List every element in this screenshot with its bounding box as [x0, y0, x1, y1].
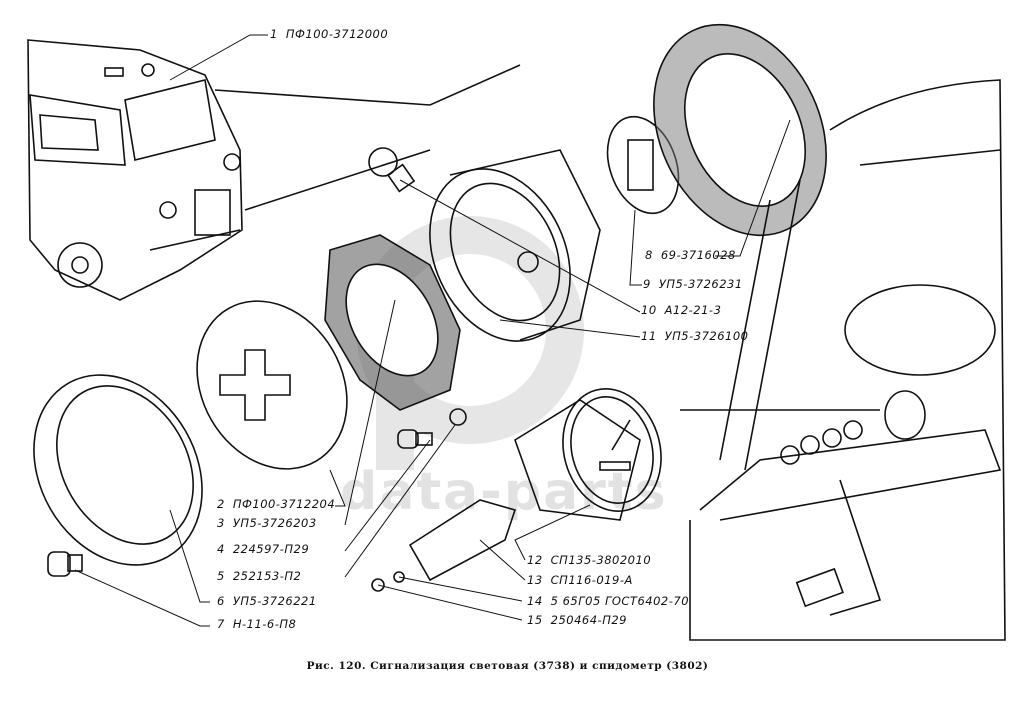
callout-6: 6 УП5-3726221 [217, 594, 317, 608]
callout-2: 2 ПФ100-3712204 [217, 497, 335, 511]
screw [47, 551, 83, 577]
part-number: СП135-3802010 [550, 553, 652, 567]
gasket [324, 234, 461, 411]
part-number: УП5-3726203 [232, 516, 317, 530]
lens [196, 300, 348, 470]
part-number: ПФ100-3712000 [285, 27, 389, 41]
part-number: А12-21-3 [664, 303, 722, 317]
callout-number: 9 [643, 277, 651, 291]
callout-number: 1 [270, 27, 278, 41]
part-number: УП5-3726221 [232, 594, 317, 608]
part-number: 250464-П29 [550, 613, 627, 627]
part-number: 224597-П29 [232, 542, 310, 556]
callout-13: 13 СП116-019-А [527, 573, 633, 587]
callout-1: 1 ПФ100-3712000 [270, 27, 388, 41]
callout-number: 15 [527, 613, 543, 627]
callout-15: 15 250464-П29 [527, 613, 627, 627]
part-number: Н-11-6-П8 [232, 617, 297, 631]
vehicle-illustration [27, 39, 243, 301]
bezel-ring [33, 374, 203, 566]
callout-4: 4 224597-П29 [217, 542, 309, 556]
watermark: data-parts [340, 462, 668, 522]
callout-number: 12 [527, 553, 543, 567]
nut [371, 578, 385, 592]
lock-washer [393, 571, 405, 583]
callout-7: 7 Н-11-6-П8 [217, 617, 296, 631]
callout-number: 6 [217, 594, 225, 608]
callout-number: 5 [217, 569, 225, 583]
cable-end [408, 499, 517, 582]
callout-9: 9 УП5-3726231 [643, 277, 743, 291]
leader-line [214, 64, 521, 106]
part-number: 5 65Г05 ГОСТ6402-70 [550, 594, 690, 608]
callout-3: 3 УП5-3726203 [217, 516, 317, 530]
callout-12: 12 СП135-3802010 [527, 553, 651, 567]
part-number: УП5-3726100 [664, 329, 749, 343]
seal [653, 23, 827, 237]
callout-number: 8 [645, 248, 653, 262]
callout-number: 7 [217, 617, 225, 631]
callout-number: 14 [527, 594, 543, 608]
screw-small [397, 429, 433, 449]
callout-number: 4 [217, 542, 225, 556]
dashboard-illustration [680, 79, 1006, 641]
callout-8: 8 69-3716028 [645, 248, 736, 262]
bulb [368, 147, 416, 193]
callout-10: 10 А12-21-3 [641, 303, 721, 317]
speedometer [514, 388, 662, 521]
callout-number: 13 [527, 573, 543, 587]
callout-number: 2 [217, 497, 225, 511]
washer [449, 408, 467, 426]
leader-lines [74, 34, 791, 627]
callout-14: 14 5 65Г05 ГОСТ6402-70 [527, 594, 689, 608]
callout-number: 10 [641, 303, 657, 317]
callout-5: 5 252153-П2 [217, 569, 301, 583]
part-number: ПФ100-3712204 [232, 497, 336, 511]
part-number: 252153-П2 [232, 569, 302, 583]
part-number: УП5-3726231 [658, 277, 743, 291]
part-number: СП116-019-А [550, 573, 633, 587]
callout-11: 11 УП5-3726100 [641, 329, 748, 343]
part-number: 69-3716028 [660, 248, 736, 262]
figure-caption: Рис. 120. Сигнализация световая (3738) и… [306, 660, 709, 672]
callout-number: 3 [217, 516, 225, 530]
housing [429, 149, 601, 342]
callout-number: 11 [641, 329, 657, 343]
